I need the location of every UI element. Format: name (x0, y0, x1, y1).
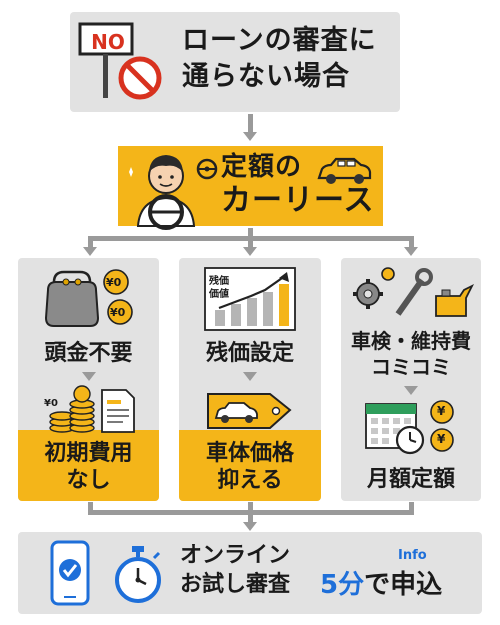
coin-label-1: ¥0 (106, 276, 122, 289)
footer-panel (18, 532, 482, 614)
column-1-bottom-panel (18, 430, 159, 501)
header-title-line1: ローンの審査に (182, 25, 377, 56)
residual-value-chart-icon (204, 267, 296, 331)
solution-title-line2: カーリース (221, 183, 375, 218)
merge-stem (248, 510, 253, 524)
header-title-line2: 通らない場合 (182, 61, 350, 92)
footer-line2: お試し審査 (180, 572, 291, 597)
connector-header (248, 114, 253, 132)
footer-highlight-number: 5分 (320, 570, 365, 600)
chart-label-line1: 残価 (209, 276, 229, 287)
column-2-bottom-label-line2: 抑える (217, 468, 283, 493)
info-label: Info (398, 548, 427, 563)
merge-mid (248, 502, 253, 514)
arrow-header (243, 132, 257, 141)
coin-stack-document-icon (49, 385, 135, 433)
footer-highlight-rest: で申込 (364, 570, 443, 600)
column-1-top-label: 頭金不要 (44, 341, 133, 366)
connector-split-stem (248, 228, 253, 238)
arrow-col1 (82, 372, 96, 381)
column-2-top-label: 残価設定 (205, 341, 294, 366)
price-tag-car-icon (207, 393, 292, 429)
connector-right (409, 236, 414, 248)
column-1-bottom-label-line2: なし (66, 468, 111, 493)
solution-title-line1: 定額の (221, 152, 303, 182)
merge-right (409, 502, 414, 514)
column-3-bottom-label: 月額定額 (366, 467, 455, 492)
column-2-bottom-panel (179, 430, 321, 501)
footer-line1: オンライン (180, 543, 291, 568)
gear-wrench-oil-icon (353, 267, 475, 317)
chart-label-line2: 価値 (209, 289, 229, 300)
connector-mid (248, 236, 253, 248)
arrow-left (83, 247, 97, 256)
column-1-bottom-label-line1: 初期費用 (44, 441, 133, 466)
stopwatch-icon (115, 546, 161, 603)
footer-highlight: 5分で申込 (320, 564, 442, 601)
yen-coin-label-2: ¥ (437, 432, 446, 446)
merge-left (88, 502, 93, 514)
arrow-footer (243, 522, 257, 531)
calendar-clock-yen-icon (365, 400, 454, 455)
arrow-right (404, 247, 418, 256)
connector-left (88, 236, 93, 248)
steering-wheel-icon (196, 158, 218, 180)
arrow-mid (243, 247, 257, 256)
column-3-top-label-line1: 車検・維持費 (351, 329, 471, 353)
driver-icon (129, 155, 196, 230)
arrow-col2 (243, 372, 257, 381)
column-3-top-label-line2: コミコミ (371, 355, 451, 379)
coin-label-2: ¥0 (110, 306, 126, 319)
no-sign-text: NO (91, 30, 125, 54)
arrow-col3 (404, 386, 418, 395)
car-icon (317, 157, 372, 184)
column-2-bottom-label-line1: 車体価格 (205, 441, 294, 466)
wallet-coins-icon (44, 269, 133, 327)
coin-label-3: ¥0 (44, 398, 58, 409)
yen-coin-label-1: ¥ (437, 404, 446, 418)
no-sign-icon (78, 22, 162, 100)
smartphone-check-icon (50, 540, 90, 606)
